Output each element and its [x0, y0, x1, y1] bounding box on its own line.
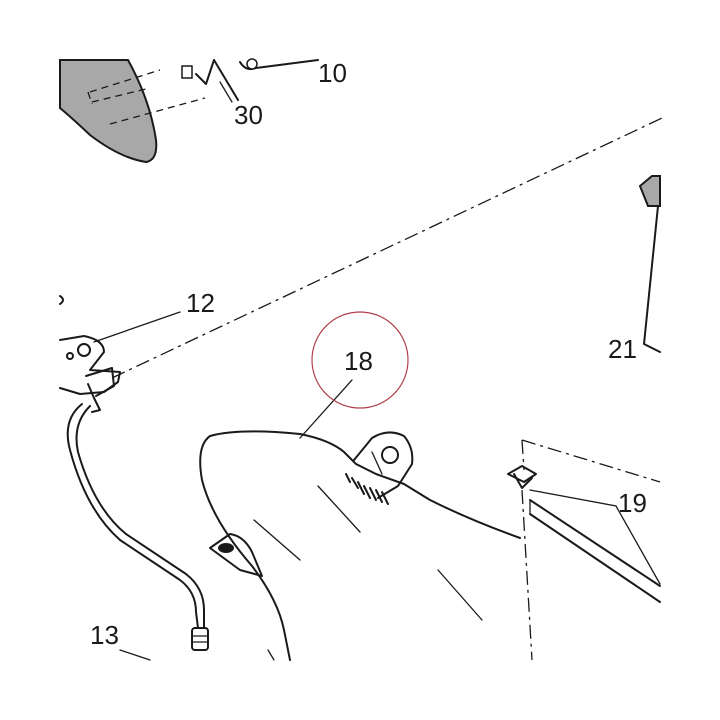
centerline	[111, 117, 663, 379]
callout-13: 13	[90, 620, 119, 650]
callout-12: 12	[186, 288, 215, 318]
leader-lines	[93, 81, 661, 661]
callout-19: 19	[618, 488, 647, 518]
part-19-assembly	[507, 439, 661, 661]
part-13-cable	[66, 403, 209, 651]
callout-30: 30	[234, 100, 263, 130]
callout-10: 10	[318, 58, 347, 88]
callout-21: 21	[608, 334, 637, 364]
highlight-circle-18	[311, 311, 409, 409]
part-12-bracket	[59, 295, 121, 413]
part-10-fragment	[239, 58, 319, 71]
part-18-cover	[199, 430, 521, 661]
part-30-panel	[59, 59, 239, 164]
callout-18: 18	[344, 346, 373, 376]
part-21-fragment	[638, 175, 661, 353]
